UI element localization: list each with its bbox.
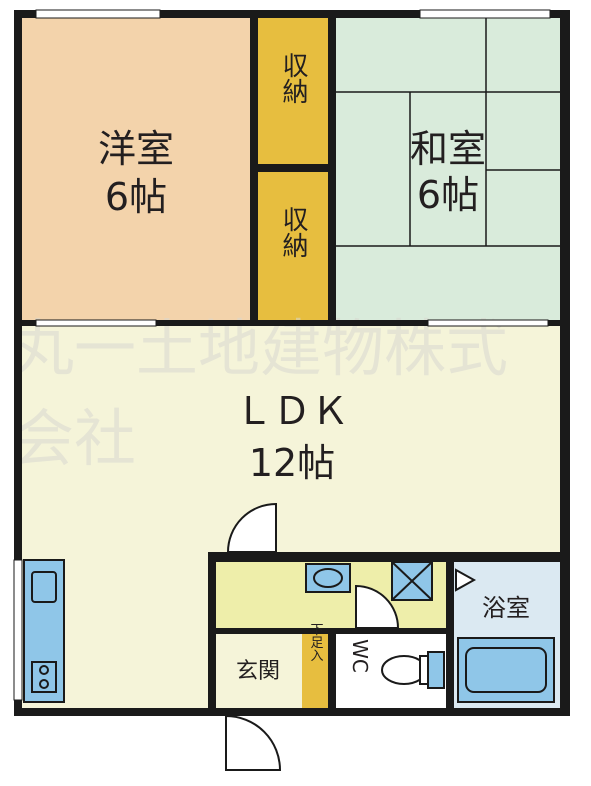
entrance-label: 玄関	[236, 659, 280, 684]
tatami-lines	[336, 18, 560, 247]
japanese-room-size: 6帖	[417, 173, 479, 217]
stove-icon	[31, 661, 57, 693]
japanese-room-floor	[336, 18, 560, 320]
watermark-line2: 会社	[12, 402, 136, 475]
storage-upper-label: 収納	[278, 52, 308, 104]
walls	[14, 10, 570, 716]
kitchen-counter	[23, 559, 65, 703]
western-room-floor	[22, 18, 250, 320]
japanese-room-name: 和室	[410, 127, 486, 171]
storage-lower-floor	[258, 172, 328, 320]
bath-label: 浴室	[482, 594, 530, 622]
western-room-size: 6帖	[105, 175, 167, 219]
kitchen-sink-icon	[31, 571, 57, 603]
western-room-name: 洋室	[98, 127, 174, 171]
door-swings	[225, 502, 477, 771]
stove-burner-icon	[39, 665, 49, 675]
wc-label: WC	[348, 639, 372, 673]
storage-upper-floor	[258, 18, 328, 164]
toilet-tank-icon	[427, 651, 445, 689]
wash-basin-bowl-icon	[313, 568, 343, 588]
bathtub-inner-icon	[465, 647, 547, 693]
storage-lower-label: 収納	[278, 206, 308, 258]
windows	[13, 9, 551, 701]
shoe-box-floor	[302, 634, 328, 708]
ldk-size: 12帖	[249, 441, 335, 485]
shoe-box-label: 下足入	[308, 623, 324, 662]
ldk-name: ＬＤＫ	[235, 389, 349, 433]
entrance-floor	[216, 634, 300, 708]
stove-burner-icon	[39, 679, 49, 689]
